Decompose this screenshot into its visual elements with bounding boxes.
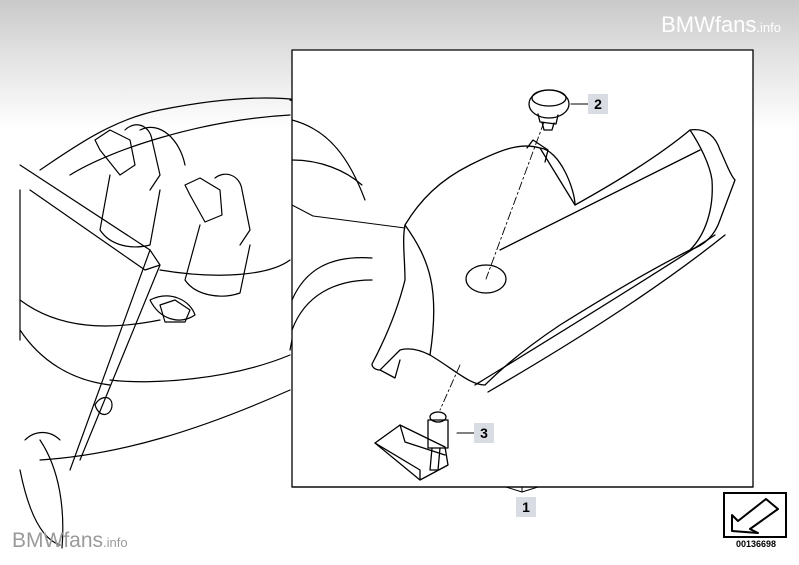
diagram-code: 00136698 (735, 539, 777, 549)
watermark-bottom: BMWfans.info (12, 529, 128, 553)
cap-part-2 (528, 89, 570, 131)
callout-3[interactable]: 3 (474, 423, 494, 443)
watermark-brand: BMWfans (661, 12, 757, 37)
watermark-suffix: .info (756, 20, 781, 35)
arrow-icon (723, 492, 787, 538)
detail-frame (291, 49, 754, 488)
watermark-top: BMWfans.info (661, 12, 781, 38)
callout-1[interactable]: 1 (516, 497, 536, 517)
watermark-suffix: .info (103, 535, 128, 550)
trim-panel-part-1 (371, 129, 736, 393)
watermark-brand: BMWfans (12, 529, 104, 552)
clip-part-3 (374, 411, 449, 481)
callout-2[interactable]: 2 (588, 94, 608, 114)
